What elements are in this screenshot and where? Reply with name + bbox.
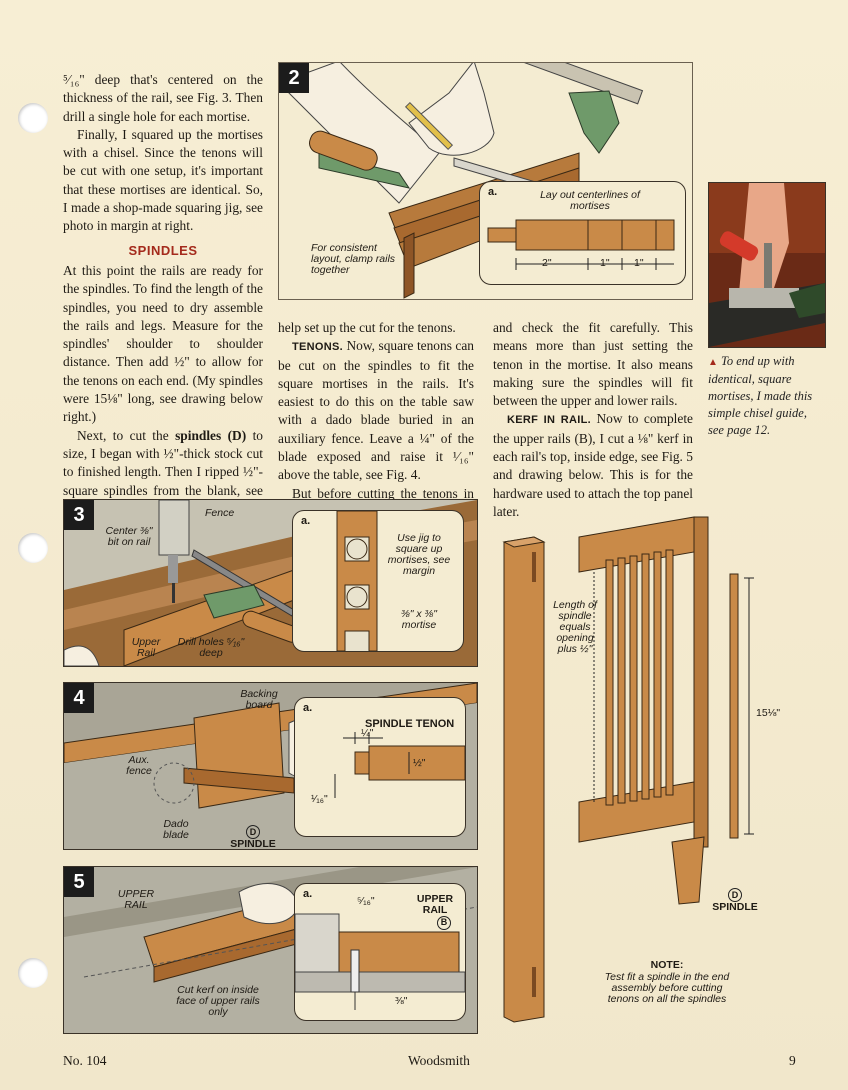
paragraph: TENONS. Now, square tenons can be cut on… bbox=[278, 337, 474, 484]
tenon-diagram bbox=[334, 732, 465, 798]
label-upper-rail: UPPER RAIL bbox=[117, 888, 155, 911]
section-heading: SPINDLES bbox=[128, 242, 198, 258]
text-column-3: and check the fit carefully. This means … bbox=[493, 319, 693, 521]
detail-inset: a. ⁵⁄₁₆" UPPER RAIL B ⅜" bbox=[294, 883, 466, 1021]
layout-diagram bbox=[487, 219, 675, 270]
caption-text: To end up with identical, square mortise… bbox=[708, 354, 813, 437]
triangle-bullet-icon: ▲ bbox=[708, 357, 718, 368]
paragraph: Finally, I squared up the mortises with … bbox=[63, 126, 263, 234]
margin-photo bbox=[708, 182, 826, 348]
label-drill-holes: Drill holes ⁵⁄₁₆" deep bbox=[177, 636, 245, 659]
dimension-label: 1" bbox=[600, 257, 610, 269]
end-assembly-drawing: Length of spindle equals opening plus ½"… bbox=[494, 512, 834, 1037]
note-text: Test fit a spindle in the end assembly b… bbox=[604, 971, 730, 1005]
label-dado-blade: Dado blade bbox=[163, 818, 189, 841]
run-in-head: TENONS. bbox=[292, 341, 343, 354]
binder-hole bbox=[18, 533, 48, 563]
figure-number: 4 bbox=[64, 683, 94, 713]
figure-number: 3 bbox=[64, 500, 94, 530]
dimension-label: 2" bbox=[542, 257, 552, 269]
figure-5: 5 UPPER RAIL Cut kerf on inside face of … bbox=[63, 866, 478, 1034]
note-title: NOTE: bbox=[650, 959, 684, 971]
part-letter-badge: B bbox=[437, 916, 451, 930]
binder-hole bbox=[18, 103, 48, 133]
dimension-label: 15⅛" bbox=[756, 707, 781, 719]
chisel-guide-photo bbox=[709, 183, 825, 347]
text-run: Now, square tenons can be cut on the spi… bbox=[278, 338, 474, 483]
figure-2: 2 For consistent layout, clamp rails tog… bbox=[278, 62, 693, 300]
figure-3: 3 Fence Center ⅜" bit on rail Upper Rail… bbox=[63, 499, 478, 667]
text-run: Next, to cut the bbox=[77, 427, 176, 443]
part-letter-badge: D bbox=[728, 888, 742, 902]
paragraph: and check the fit carefully. This means … bbox=[493, 320, 693, 409]
paragraph: help set up the cut for the tenons. bbox=[278, 320, 456, 335]
binder-hole bbox=[18, 958, 48, 988]
label-mortise-size: ⅜" x ⅜" mortise bbox=[400, 608, 438, 631]
inset-tag: a. bbox=[301, 515, 311, 527]
dimension-label: ⁵⁄₁₆" bbox=[357, 895, 375, 907]
figure-number: 5 bbox=[64, 867, 94, 897]
paragraph: At this point the rails are ready for th… bbox=[63, 262, 263, 425]
detail-inset: a. Use jig to square up mortises, see ma… bbox=[292, 510, 464, 652]
inset-tag: a. bbox=[303, 888, 313, 900]
bold-term: spindles (D) bbox=[175, 427, 247, 443]
figure-number: 2 bbox=[279, 63, 309, 93]
dimension-label: ⅜" bbox=[395, 995, 408, 1007]
label-upper-rail: Upper Rail bbox=[131, 636, 161, 659]
part-name: SPINDLE bbox=[230, 838, 276, 850]
detail-inset: a. SPINDLE TENON ¼" ½" ¹⁄₁₆" bbox=[294, 697, 466, 837]
label-backing-board: Backing board bbox=[240, 688, 278, 711]
end-assembly-illustration bbox=[502, 516, 754, 1023]
mortise-diagram bbox=[336, 511, 378, 651]
inset-title: Lay out centerlines of mortises bbox=[540, 189, 640, 212]
text-column-2: help set up the cut for the tenons. TENO… bbox=[278, 319, 474, 540]
part-name: SPINDLE bbox=[712, 901, 758, 913]
label-upper-rail: UPPER RAIL bbox=[416, 893, 454, 916]
label-length-of-spindle: Length of spindle equals opening plus ½" bbox=[553, 599, 597, 655]
run-in-head: KERF IN RAIL. bbox=[507, 414, 591, 427]
page-number: 9 bbox=[789, 1053, 796, 1068]
dimension-label: ½" bbox=[413, 757, 426, 769]
dimension-label: 1" bbox=[634, 257, 644, 269]
detail-inset: a. Lay out centerlines of mortises 2" 1"… bbox=[479, 181, 686, 285]
dimension-label: ¹⁄₁₆" bbox=[311, 793, 328, 805]
paragraph: ⁵⁄₁₆" deep that's centered on the thickn… bbox=[63, 72, 263, 124]
paragraph: KERF IN RAIL. Now to complete the upper … bbox=[493, 410, 693, 521]
inset-tag: a. bbox=[303, 702, 313, 714]
figure-note: For consistent layout, clamp rails toget… bbox=[311, 242, 396, 276]
part-letter-badge: D bbox=[246, 825, 260, 839]
label-fence: Fence bbox=[205, 507, 235, 519]
text-column-1: ⁵⁄₁₆" deep that's centered on the thickn… bbox=[63, 71, 263, 555]
inset-title: SPINDLE TENON bbox=[365, 718, 455, 730]
text-run: Now to complete the upper rails (B), I c… bbox=[493, 411, 693, 519]
label-use-jig: Use jig to square up mortises, see margi… bbox=[387, 532, 451, 577]
label-center-bit: Center ⅜" bit on rail bbox=[105, 525, 153, 548]
label-cut-kerf: Cut kerf on inside face of upper rails o… bbox=[176, 984, 260, 1018]
photo-caption: ▲ To end up with identical, square morti… bbox=[708, 353, 824, 439]
label-aux-fence: Aux. fence bbox=[126, 754, 152, 777]
kerf-diagram bbox=[295, 913, 465, 1010]
issue-number: No. 104 bbox=[63, 1053, 107, 1068]
inset-tag: a. bbox=[488, 186, 498, 198]
magazine-name: Woodsmith bbox=[408, 1053, 470, 1068]
dimension-label: ¼" bbox=[361, 727, 374, 739]
